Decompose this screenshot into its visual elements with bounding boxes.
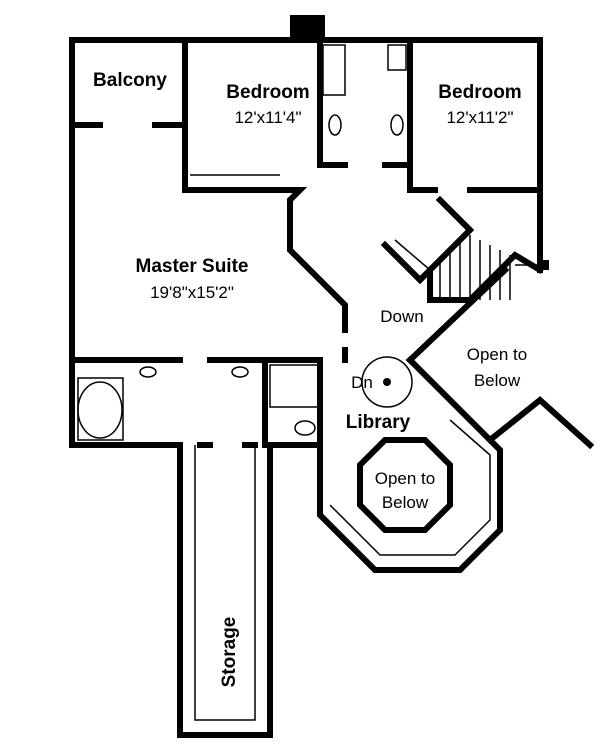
balcony-label: Balcony	[93, 70, 167, 91]
open-below-right-line1: Open to	[467, 345, 528, 364]
walls	[69, 37, 595, 738]
down-label: Down	[380, 307, 423, 326]
chimney	[290, 15, 325, 40]
storage-label: Storage	[219, 617, 240, 688]
bedroom-left-label: Bedroom	[226, 82, 309, 103]
bedroom-right-size: 12'x11'2"	[446, 108, 513, 127]
bedroom-right-label: Bedroom	[438, 82, 521, 103]
open-below-right-line2: Below	[474, 371, 521, 390]
library-label: Library	[346, 412, 411, 433]
master-suite-size: 19'8"x15'2"	[150, 283, 234, 302]
master-suite-label: Master Suite	[136, 256, 249, 277]
open-below-library-line2: Below	[382, 493, 429, 512]
bedroom-left-size: 12'x11'4"	[234, 108, 301, 127]
dn-label: Dn	[351, 373, 373, 392]
open-below-library-line1: Open to	[375, 469, 436, 488]
